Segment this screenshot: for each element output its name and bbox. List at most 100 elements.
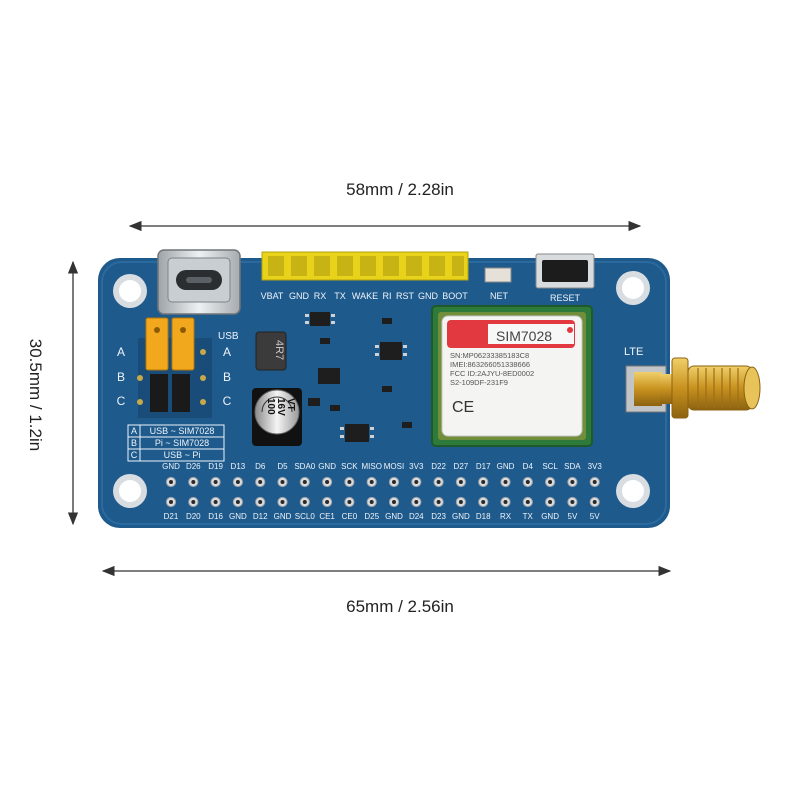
gpio-hole <box>325 500 330 504</box>
gpio-hole <box>392 480 396 484</box>
jumper-label-left: B <box>117 370 125 384</box>
svg-text:4R7: 4R7 <box>273 340 285 360</box>
gpio-bottom-label: CE1 <box>319 512 335 521</box>
mode-table-key: B <box>131 438 137 448</box>
gpio-bottom-label: D18 <box>476 512 491 521</box>
gpio-hole <box>235 480 240 484</box>
gpio-top-label: SCK <box>341 462 358 471</box>
module-info-lines: SN:MP06233385183C8IMEI:863266051338666FC… <box>450 351 534 387</box>
reset-label: RESET <box>550 293 581 303</box>
gpio-hole <box>213 500 218 504</box>
gpio-top-label: GND <box>162 462 180 471</box>
module-name: SIM7028 <box>496 328 552 344</box>
gpio-hole <box>436 480 441 484</box>
gpio-top-label: D4 <box>523 462 534 471</box>
gpio-top-label: D27 <box>454 462 469 471</box>
mode-jumpers <box>137 317 212 418</box>
mode-table-desc: Pi ~ SIM7028 <box>155 438 209 448</box>
gpio-hole <box>258 500 263 504</box>
gpio-bottom-label: 5V <box>568 512 578 521</box>
width-lower-dimension: 65mm / 2.56in <box>346 597 454 616</box>
gpio-hole <box>369 480 374 484</box>
electrolytic-capacitor <box>252 388 302 446</box>
header-pin-label: RI <box>383 291 392 301</box>
gpio-bottom-label: D12 <box>253 512 268 521</box>
gpio-hole <box>570 500 575 504</box>
gpio-top-label: SDA0 <box>294 462 315 471</box>
gpio-hole <box>458 500 463 504</box>
gpio-bottom-label: 5V <box>590 512 600 521</box>
net-label: NET <box>490 291 509 301</box>
gpio-hole <box>369 500 374 504</box>
gpio-top-label: D17 <box>476 462 491 471</box>
gpio-hole <box>325 480 330 484</box>
jumper-label-right: A <box>223 345 231 359</box>
mode-table-desc: USB ~ Pi <box>164 450 201 460</box>
gpio-hole <box>169 480 173 484</box>
gpio-hole <box>436 500 441 504</box>
reset-button <box>535 253 595 289</box>
gpio-bottom-label: TX <box>523 512 534 521</box>
gpio-hole <box>392 500 396 504</box>
module-info-line: IMEI:863266051338666 <box>450 360 530 369</box>
gpio-hole <box>503 480 508 484</box>
header-pin-label: GND <box>289 291 310 301</box>
gpio-bottom-label: CE0 <box>342 512 358 521</box>
usb-c-connector <box>157 249 241 315</box>
gpio-hole <box>570 480 575 484</box>
gpio-hole <box>258 480 263 484</box>
mode-table-key: A <box>131 426 137 436</box>
capacitor-marking: 100 <box>265 398 276 415</box>
gpio-hole <box>525 480 530 484</box>
lte-label: LTE <box>624 346 643 358</box>
gpio-hole <box>235 500 240 504</box>
gpio-hole <box>280 480 285 484</box>
sma-antenna-connector <box>625 357 761 419</box>
header-pin-label: RX <box>314 291 327 301</box>
gpio-hole <box>347 500 352 504</box>
capacitor-marking: VT <box>285 398 296 411</box>
gpio-hole <box>548 500 553 504</box>
gpio-hole <box>592 500 597 504</box>
gpio-hole <box>302 480 307 484</box>
usb-label: USB <box>218 331 239 342</box>
mode-table <box>127 424 225 462</box>
gpio-hole <box>302 500 307 504</box>
gpio-bottom-label: D21 <box>164 512 179 521</box>
gpio-top-label: GND <box>497 462 515 471</box>
gpio-hole <box>280 500 285 504</box>
gpio-top-label: MOSI <box>384 462 404 471</box>
gpio-hole <box>503 500 508 504</box>
gpio-holes <box>165 476 600 508</box>
gpio-hole <box>481 500 486 504</box>
mode-table-key: C <box>131 450 138 460</box>
gpio-bottom-label: GND <box>274 512 292 521</box>
gpio-top-label: SCL <box>542 462 558 471</box>
header-pin-label: TX <box>334 291 346 301</box>
gpio-hole <box>213 480 218 484</box>
gpio-top-label: 3V3 <box>409 462 424 471</box>
capacitor-marking: 16V <box>275 398 286 416</box>
gpio-top-label: GND <box>318 462 336 471</box>
jumper-label-left: C <box>117 394 126 408</box>
gpio-top-label: D6 <box>255 462 266 471</box>
width-upper-dimension: 58mm / 2.28in <box>346 180 454 199</box>
gpio-bottom-label: D24 <box>409 512 424 521</box>
gpio-hole <box>548 480 553 484</box>
gpio-bottom-label: GND <box>452 512 470 521</box>
gpio-top-label: D26 <box>186 462 201 471</box>
module-info-line: SN:MP06233385183C8 <box>450 351 529 360</box>
gpio-hole <box>191 480 196 484</box>
module-info-line: S2-109DF-231F9 <box>450 378 508 387</box>
gpio-bottom-label: D25 <box>364 512 379 521</box>
gpio-top-label: SDA <box>564 462 581 471</box>
jumper-label-right: C <box>223 394 232 408</box>
gpio-bottom-label: GND <box>541 512 559 521</box>
header-pin-label: RST <box>396 291 415 301</box>
gpio-hole <box>414 480 419 484</box>
ce-mark: CE <box>452 399 474 416</box>
gpio-bottom-label: GND <box>229 512 247 521</box>
